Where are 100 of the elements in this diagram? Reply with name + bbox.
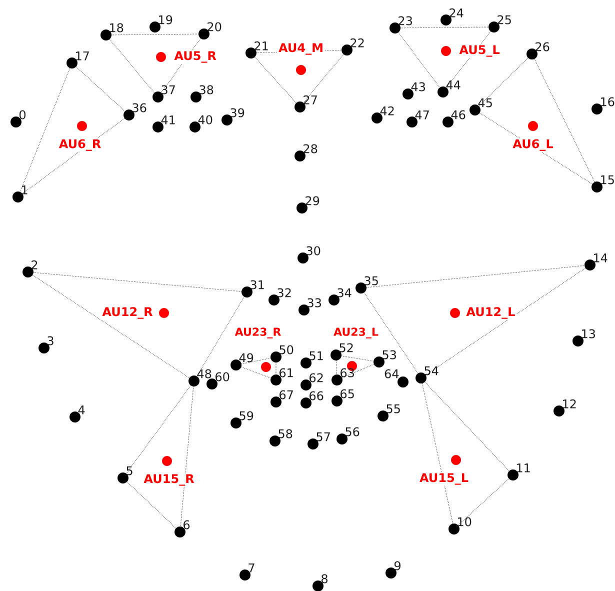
- landmark-dot: [298, 304, 310, 316]
- landmark-dot: [592, 104, 602, 114]
- landmark-number: 56: [346, 427, 360, 436]
- dotted-line: [341, 356, 374, 362]
- landmark-dot: [124, 110, 134, 120]
- landmark-dot: [12, 192, 24, 202]
- landmark-number: 21: [254, 41, 268, 50]
- landmark-number: 49: [239, 353, 254, 362]
- landmark-number: 26: [536, 42, 550, 52]
- dotted-line: [111, 34, 199, 36]
- landmark-dot: [374, 356, 384, 368]
- landmark-dot: [270, 352, 282, 362]
- au-point: [159, 308, 169, 318]
- dotted-line: [342, 364, 374, 378]
- landmark-number: 51: [310, 351, 323, 360]
- landmark-number: 9: [394, 561, 400, 570]
- landmark-number: 23: [398, 16, 412, 26]
- landmark-number: 17: [76, 52, 89, 60]
- landmark-number: 35: [364, 276, 378, 286]
- landmark-dot: [300, 358, 312, 368]
- landmark-dot: [390, 22, 400, 34]
- dotted-line: [76, 66, 126, 112]
- au-point: [528, 121, 538, 131]
- landmark-dot: [198, 28, 210, 40]
- landmark-dot: [270, 374, 282, 386]
- landmark-number: 3: [48, 336, 54, 346]
- landmark-number: 33: [308, 298, 321, 308]
- landmark-dot: [174, 526, 186, 538]
- landmark-dot: [152, 92, 164, 102]
- landmark-number: 4: [78, 406, 85, 414]
- dotted-line: [180, 386, 194, 527]
- landmark-dot: [296, 202, 308, 214]
- au-point: [162, 456, 172, 466]
- landmark-number: 31: [250, 280, 264, 290]
- landmark-number: 65: [340, 389, 354, 398]
- dotted-line: [458, 478, 510, 526]
- landmark-dot: [308, 438, 318, 450]
- landmark-number: 8: [322, 574, 328, 584]
- landmark-dot: [118, 472, 128, 484]
- au-label: AU5_R: [173, 50, 218, 64]
- landmark-dot: [448, 524, 460, 534]
- landmark-dot: [332, 396, 342, 406]
- landmark-number: 19: [159, 15, 172, 24]
- landmark-dot: [150, 22, 160, 32]
- landmark-dot: [398, 376, 408, 388]
- landmark-number: 12: [563, 399, 576, 408]
- au-label: AU15_L: [418, 472, 470, 486]
- landmark-number: 40: [198, 115, 212, 124]
- landmark-number: 24: [450, 8, 464, 18]
- landmark-number: 11: [517, 464, 530, 472]
- landmark-dot: [190, 92, 202, 102]
- landmark-dot: [268, 294, 280, 306]
- landmark-number: 54: [424, 366, 438, 376]
- dotted-line: [33, 272, 242, 292]
- landmark-dot: [22, 266, 34, 278]
- au-point: [261, 362, 271, 372]
- landmark-number: 29: [306, 196, 320, 206]
- dotted-line: [196, 296, 244, 376]
- dotted-line: [422, 383, 454, 524]
- au-label: AU12_R: [101, 306, 154, 320]
- landmark-dot: [294, 150, 306, 162]
- landmark-number: 55: [386, 404, 400, 414]
- landmark-dot: [38, 342, 50, 354]
- dotted-line: [126, 385, 191, 474]
- landmark-dot: [246, 48, 256, 58]
- au-point: [441, 46, 451, 56]
- landmark-number: 25: [498, 15, 511, 24]
- landmark-number: 18: [110, 23, 124, 32]
- dotted-line: [109, 39, 155, 93]
- landmark-number: 5: [126, 466, 132, 476]
- landmark-number: 37: [162, 85, 175, 94]
- dotted-line: [20, 68, 70, 192]
- au-label: AU12_L: [465, 306, 516, 320]
- landmark-number: 41: [161, 116, 175, 124]
- landmark-dot: [342, 44, 352, 56]
- landmark-dot: [526, 48, 538, 60]
- landmark-number: 7: [248, 564, 254, 572]
- landmark-number: 44: [446, 80, 460, 90]
- landmark-dot: [222, 114, 232, 126]
- landmark-number: 63: [340, 368, 354, 378]
- landmark-number: 10: [458, 517, 472, 526]
- dotted-line: [366, 265, 585, 288]
- landmark-dot: [336, 434, 348, 444]
- landmark-dot: [378, 410, 388, 422]
- landmark-dot: [270, 396, 282, 408]
- landmark-number: 2: [32, 260, 38, 270]
- landmark-number: 61: [280, 368, 293, 378]
- landmark-dot: [230, 418, 242, 428]
- landmark-number: 48: [197, 369, 212, 378]
- landmark-dot: [294, 102, 306, 112]
- landmark-number: 47: [415, 110, 429, 120]
- landmark-number: 22: [350, 38, 364, 48]
- landmark-number: 42: [380, 106, 394, 116]
- au-label: AU23_L: [332, 326, 380, 340]
- landmark-number: 60: [216, 372, 230, 382]
- landmark-dot: [328, 294, 340, 306]
- dotted-line: [398, 32, 440, 88]
- au-point: [450, 308, 460, 318]
- au-point: [77, 121, 87, 131]
- au-point: [296, 65, 306, 75]
